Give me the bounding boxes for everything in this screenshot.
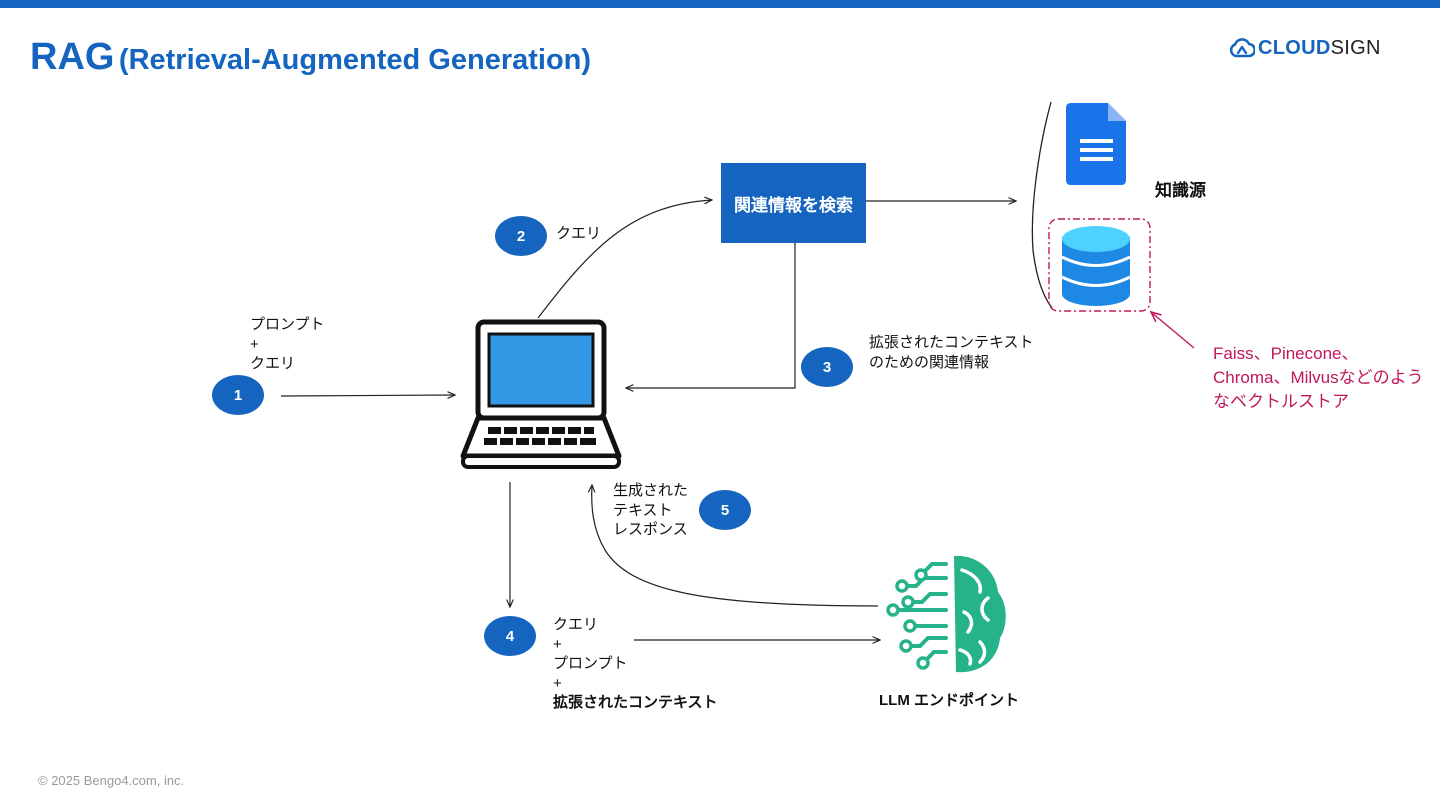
cloudsign-logo: CLOUDSIGN <box>1229 36 1381 60</box>
step-1-label: プロンプト + クエリ <box>250 316 325 372</box>
step-4-badge: 4 <box>484 616 536 656</box>
step-2-label: クエリ <box>556 225 602 242</box>
step-4-label: クエリ + プロンプト + 拡張されたコンテキスト <box>553 616 718 711</box>
title-main: RAG <box>30 36 115 78</box>
search-box: 関連情報を検索 <box>721 163 866 243</box>
step-3-badge: 3 <box>801 347 853 387</box>
arrow-step-2 <box>537 200 712 319</box>
knowledge-source-label: 知識源 <box>1155 181 1206 200</box>
llm-endpoint-label: LLM エンドポイント <box>879 692 1019 709</box>
document-icon <box>1066 103 1126 185</box>
step-5-label: 生成された テキスト レスポンス <box>613 482 689 538</box>
step-2-badge: 2 <box>495 216 547 256</box>
brain-icon <box>886 555 1006 673</box>
step-5-badge: 5 <box>699 490 751 530</box>
step-3-label: 拡張されたコンテキスト のための関連情報 <box>869 334 1034 371</box>
database-icon <box>1061 226 1131 306</box>
laptop-icon <box>460 319 622 469</box>
vector-store-note: Faiss、Pinecone、Chroma、Milvusなどのようなベクトルスト… <box>1213 344 1424 411</box>
arrow-step-1 <box>280 395 455 396</box>
arrow-step-5 <box>592 485 879 607</box>
vector-store-highlight <box>1048 218 1151 312</box>
title-sub: (Retrieval-Augmented Generation) <box>118 44 592 76</box>
logo-text-sign: SIGN <box>1330 36 1381 59</box>
page-title: RAG (Retrieval-Augmented Generation) <box>30 36 591 79</box>
knowledge-bracket <box>1031 101 1053 309</box>
arrow-step-3 <box>626 243 796 388</box>
top-accent-bar <box>0 0 1440 8</box>
footer-copyright: © 2025 Bengo4.com, inc. <box>38 773 185 788</box>
cloud-logo-icon <box>1229 38 1255 58</box>
logo-text-cloud: CLOUD <box>1258 36 1331 59</box>
vector-note-pointer <box>1151 312 1195 349</box>
step-1-badge: 1 <box>212 375 264 415</box>
